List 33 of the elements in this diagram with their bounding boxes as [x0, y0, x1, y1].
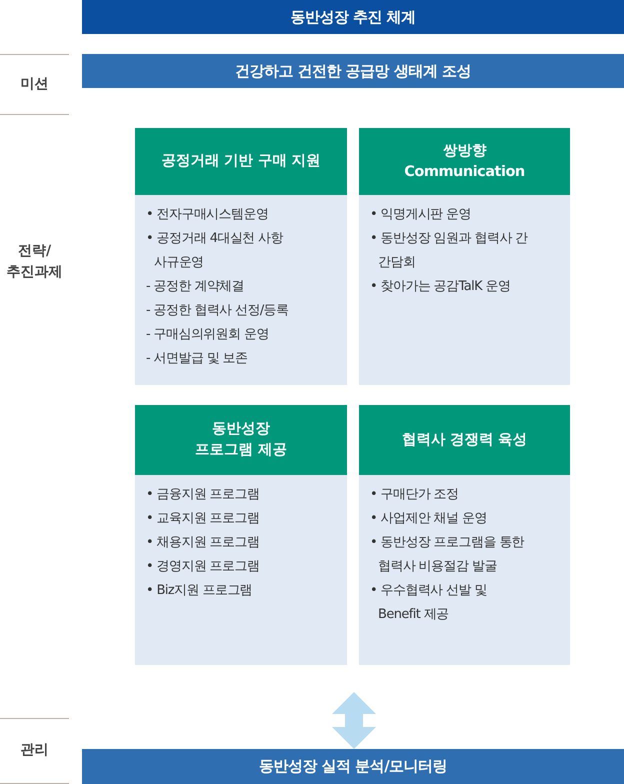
- card-header: 쌍방향 Communication: [359, 128, 570, 195]
- list-item: - 서면발급 및 보존: [146, 350, 248, 368]
- card-header: 동반성장 프로그램 제공: [135, 405, 347, 475]
- list-item: - 구매심의위원회 운영: [146, 326, 269, 344]
- list-item: • 익명게시판 운영: [370, 206, 471, 224]
- list-item: • 우수협력사 선발 및 Benefit 제공: [370, 582, 488, 624]
- list-item: • 교육지원 프로그램: [146, 510, 260, 528]
- strategy-card: [135, 405, 347, 665]
- mission-banner: 건강하고 건전한 공급망 생태계 조성: [82, 54, 624, 88]
- list-item: • 동반성장 임원과 협력사 간 간담회: [370, 230, 529, 272]
- strategy-card: [359, 405, 570, 665]
- list-item: • 공정거래 4대실천 사항 사규운영: [146, 230, 284, 272]
- row-label: 미션: [20, 74, 48, 94]
- strategy-card: [359, 128, 570, 385]
- strategy-card: [135, 128, 347, 385]
- list-item: • 찾아가는 공감TalK 운영: [370, 278, 510, 296]
- card-header: 협력사 경쟁력 육성: [359, 405, 570, 475]
- list-item: • 구매단가 조정: [370, 486, 459, 504]
- row-label: 전략/ 추진과제: [6, 242, 62, 282]
- list-item: • Biz지원 프로그램: [146, 582, 252, 600]
- list-item: • 전자구매시스템운영: [146, 206, 268, 224]
- list-item: - 공정한 협력사 선정/등록: [146, 302, 288, 320]
- double-arrow: [332, 692, 376, 749]
- list-item: - 공정한 계약체결: [146, 278, 244, 296]
- title-banner: 동반성장 추진 체계: [82, 0, 624, 34]
- list-item: • 동반성장 프로그램을 통한 협력사 비용절감 발굴: [370, 534, 526, 576]
- list-item: • 경영지원 프로그램: [146, 558, 260, 576]
- row-label: 관리: [20, 741, 48, 760]
- card-header: 공정거래 기반 구매 지원: [135, 128, 347, 195]
- list-item: • 채용지원 프로그램: [146, 534, 260, 552]
- list-item: • 금융지원 프로그램: [146, 486, 260, 504]
- monitoring-banner: 동반성장 실적 분석/모니터링: [82, 749, 624, 784]
- list-item: • 사업제안 채널 운영: [370, 510, 487, 528]
